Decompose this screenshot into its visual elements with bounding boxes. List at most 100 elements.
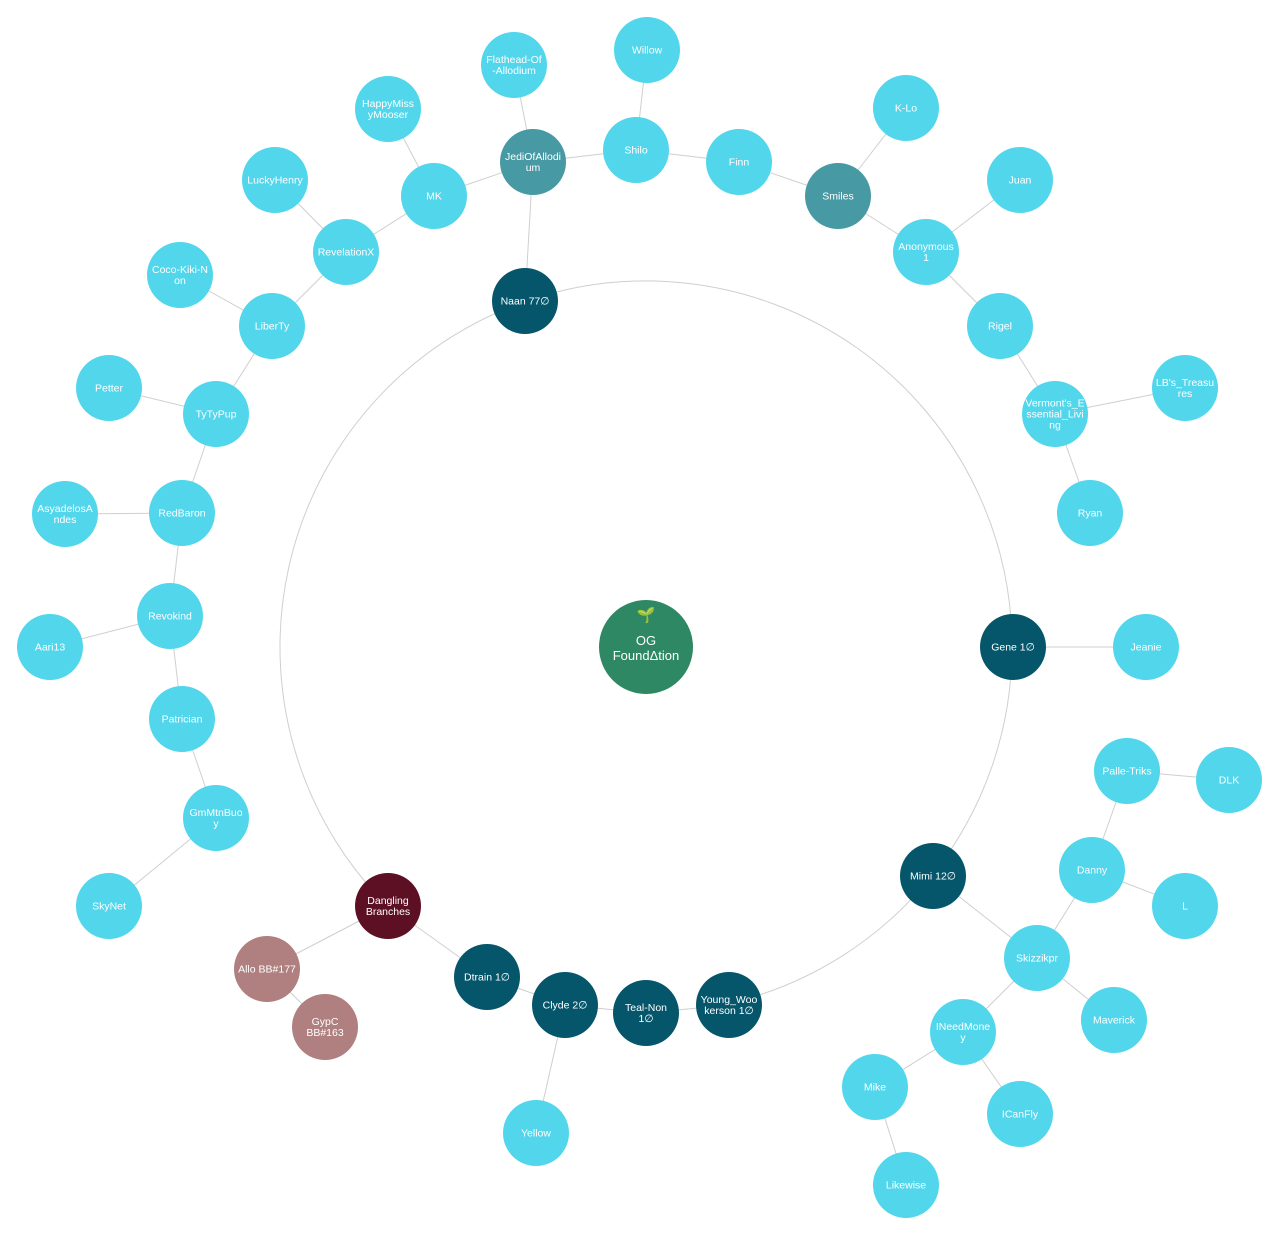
- node-dtrain[interactable]: Dtrain 1∅: [454, 944, 520, 1010]
- node-cocokiki[interactable]: Coco-Kiki-Non: [147, 242, 213, 308]
- node-circle-asyadelos: [32, 481, 98, 547]
- node-mimi[interactable]: Mimi 12∅: [900, 843, 966, 909]
- node-circle-allo: [234, 936, 300, 1002]
- node-finn[interactable]: Finn: [706, 129, 772, 195]
- node-label-tealnon: Teal-Non: [625, 1002, 667, 1014]
- node-label-juan: Juan: [1009, 175, 1032, 187]
- node-label-dangling: Dangling: [367, 895, 409, 907]
- node-label-gmmtnbuoy: y: [213, 818, 219, 830]
- node-label-tytypup: TyTyPup: [196, 409, 237, 421]
- ring-arc-mimi-young: [728, 874, 933, 1004]
- node-label-liberty: LiberTy: [255, 321, 290, 333]
- node-label-redbaron: RedBaron: [158, 508, 205, 520]
- node-willow[interactable]: Willow: [614, 17, 680, 83]
- node-label-vermont: ng: [1049, 420, 1061, 432]
- node-liberty[interactable]: LiberTy: [239, 293, 305, 359]
- node-label-jedi: JediOfAllodi: [505, 151, 561, 163]
- node-label-yellow: Yellow: [521, 1128, 551, 1140]
- node-label-smiles: Smiles: [822, 191, 854, 203]
- node-circle-mk: [401, 163, 467, 229]
- node-circle-skynet: [76, 873, 142, 939]
- node-label-klo: K-Lo: [895, 103, 917, 115]
- node-circle-juan: [987, 147, 1053, 213]
- node-label-revokind: Revokind: [148, 611, 192, 623]
- node-luckyhenry[interactable]: LuckyHenry: [242, 147, 308, 213]
- node-circle-dtrain: [454, 944, 520, 1010]
- node-juan[interactable]: Juan: [987, 147, 1053, 213]
- node-palle[interactable]: Palle-Triks: [1094, 738, 1160, 804]
- node-circle-jeanie: [1113, 614, 1179, 680]
- node-clyde[interactable]: Clyde 2∅: [532, 972, 598, 1038]
- node-ryan[interactable]: Ryan: [1057, 480, 1123, 546]
- node-label-skynet: SkyNet: [92, 901, 126, 913]
- node-klo[interactable]: K-Lo: [873, 75, 939, 141]
- node-circle-willow: [614, 17, 680, 83]
- node-likewise[interactable]: Likewise: [873, 1152, 939, 1218]
- node-circle-lbs: [1152, 355, 1218, 421]
- node-label-petter: Petter: [95, 383, 124, 395]
- node-dlk[interactable]: DLK: [1196, 747, 1262, 813]
- node-danny[interactable]: Danny: [1059, 837, 1125, 903]
- node-allo[interactable]: Allo BB#177: [234, 936, 300, 1002]
- node-circle-tytypup: [183, 381, 249, 447]
- node-label-clyde: Clyde 2∅: [543, 1000, 588, 1012]
- node-shilo[interactable]: Shilo: [603, 117, 669, 183]
- node-naan[interactable]: Naan 77∅: [492, 268, 558, 334]
- node-circle-anon: [893, 219, 959, 285]
- node-aari13[interactable]: Aari13: [17, 614, 83, 680]
- node-l[interactable]: L: [1152, 873, 1218, 939]
- node-skizzikpr[interactable]: Skizzikpr: [1004, 925, 1070, 991]
- node-redbaron[interactable]: RedBaron: [149, 480, 215, 546]
- node-label-aari13: Aari13: [35, 642, 66, 654]
- node-circle-gene: [980, 614, 1046, 680]
- node-petter[interactable]: Petter: [76, 355, 142, 421]
- node-jeanie[interactable]: Jeanie: [1113, 614, 1179, 680]
- node-label-willow: Willow: [632, 45, 663, 57]
- node-gene[interactable]: Gene 1∅: [980, 614, 1046, 680]
- node-patrician[interactable]: Patrician: [149, 686, 215, 752]
- node-circle-young: [696, 972, 762, 1038]
- node-circle-clyde: [532, 972, 598, 1038]
- node-flathead[interactable]: Flathead-Of-Allodium: [481, 32, 547, 98]
- node-label-naan: Naan 77∅: [501, 296, 550, 308]
- node-rigel[interactable]: Rigel: [967, 293, 1033, 359]
- node-circle-vermont: [1022, 381, 1088, 447]
- node-revokind[interactable]: Revokind: [137, 583, 203, 649]
- node-label-maverick: Maverick: [1093, 1015, 1136, 1027]
- node-yellow[interactable]: Yellow: [503, 1100, 569, 1166]
- sprout-icon: 🌱: [637, 606, 656, 624]
- node-label-gypc: GypC: [312, 1016, 339, 1028]
- node-maverick[interactable]: Maverick: [1081, 987, 1147, 1053]
- node-label-dangling: Branches: [366, 906, 410, 918]
- node-smiles[interactable]: Smiles: [805, 163, 871, 229]
- node-label-icanfly: ICanFly: [1002, 1109, 1039, 1121]
- node-icanfly[interactable]: ICanFly: [987, 1081, 1053, 1147]
- node-label-ineedmoney: y: [960, 1032, 966, 1044]
- node-label-skizzikpr: Skizzikpr: [1016, 953, 1059, 965]
- node-revelationx[interactable]: RevelationX: [313, 219, 379, 285]
- node-label-mimi: Mimi 12∅: [910, 871, 956, 883]
- node-circle-revokind: [137, 583, 203, 649]
- node-skynet[interactable]: SkyNet: [76, 873, 142, 939]
- node-mk[interactable]: MK: [401, 163, 467, 229]
- node-label-jedi: um: [526, 162, 541, 174]
- node-tytypup[interactable]: TyTyPup: [183, 381, 249, 447]
- node-label-jeanie: Jeanie: [1131, 642, 1162, 654]
- node-mike[interactable]: Mike: [842, 1054, 908, 1120]
- node-label-vermont: Vermont's_E: [1025, 398, 1084, 410]
- center-node[interactable]: 🌱 OG FoundΔtion: [599, 600, 693, 694]
- node-label-gene: Gene 1∅: [991, 642, 1035, 654]
